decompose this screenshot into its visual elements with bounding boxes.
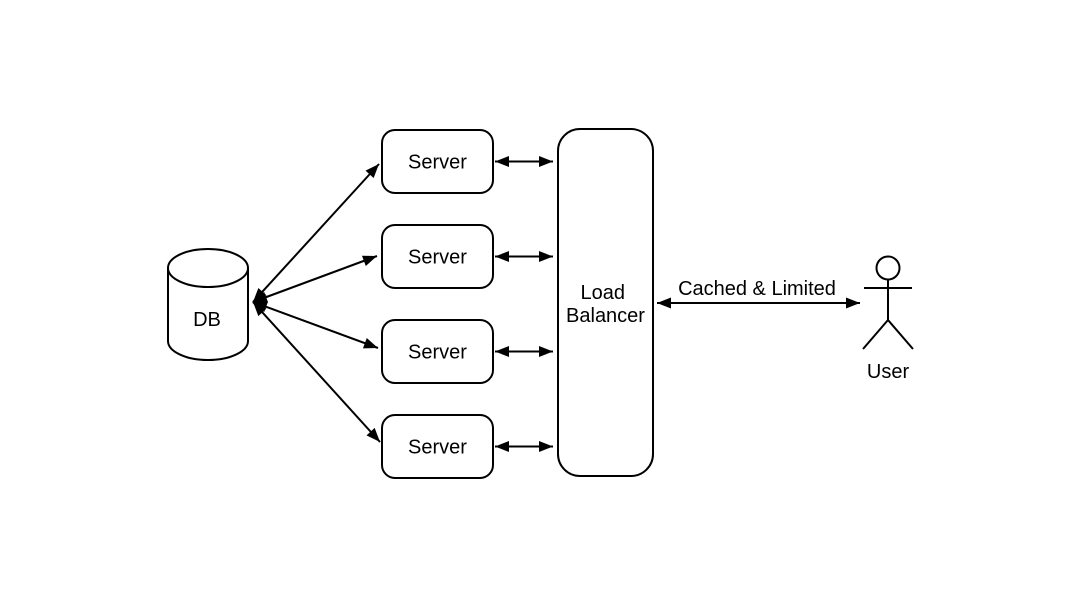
user-leg-left	[862, 319, 889, 350]
db-server-edge-3	[252, 301, 379, 349]
server-node-4: Server	[381, 414, 494, 479]
server-box	[381, 414, 494, 479]
user-label: User	[867, 361, 910, 383]
server-node-2: Server	[381, 224, 494, 289]
server-node-3: Server	[381, 319, 494, 384]
db-server-edge-4	[252, 301, 381, 443]
db-server-edge-1	[252, 163, 380, 303]
db-node: DB	[167, 248, 249, 361]
load-balancer-label-line2: Balancer	[566, 305, 645, 327]
db-server-edge-2	[252, 255, 378, 303]
load-balancer-box	[557, 128, 654, 477]
db-cylinder-top	[167, 248, 249, 288]
user-node: User	[862, 255, 914, 383]
server-box	[381, 224, 494, 289]
user-leg-right	[887, 319, 914, 350]
server-lb-edges	[495, 156, 553, 452]
lb-user-edge-group: Cached & Limited	[657, 278, 860, 309]
server-box	[381, 129, 494, 194]
server-label: Server	[408, 247, 467, 269]
lb-user-edge-label: Cached & Limited	[678, 278, 836, 300]
server-label: Server	[408, 437, 467, 459]
load-balancer-node: Load Balancer	[557, 128, 654, 477]
server-label: Server	[408, 342, 467, 364]
load-balancer-label-line1: Load	[580, 282, 625, 304]
db-cylinder-body	[167, 268, 249, 361]
db-label: DB	[193, 309, 221, 331]
db-server-edges	[252, 163, 381, 443]
server-label: Server	[408, 152, 467, 174]
user-head	[875, 255, 901, 281]
load-balancer-label: Load Balancer	[566, 282, 645, 327]
server-box	[381, 319, 494, 384]
server-node-1: Server	[381, 129, 494, 194]
